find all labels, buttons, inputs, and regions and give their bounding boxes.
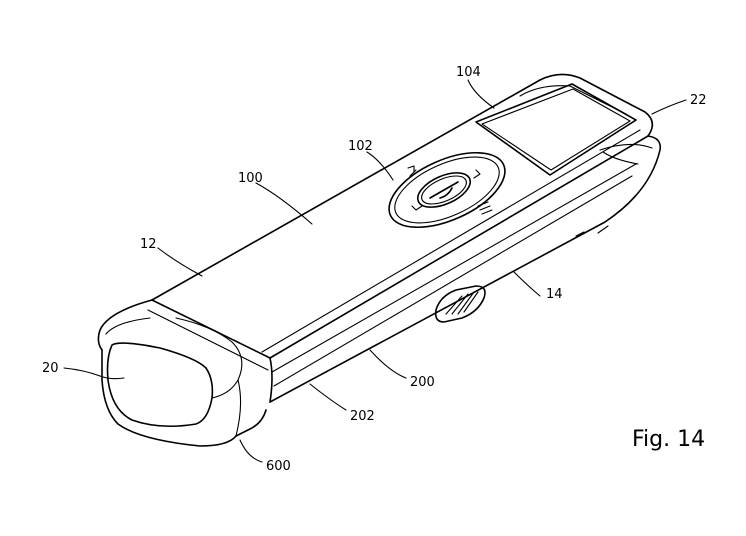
leader-12	[157, 247, 203, 277]
leader-104	[467, 79, 495, 109]
leader-600	[239, 439, 263, 463]
label-12: 12	[140, 237, 157, 252]
leader-14	[513, 271, 541, 297]
control-pad	[388, 151, 506, 229]
label-100: 100	[238, 171, 263, 186]
label-22: 22	[690, 93, 707, 108]
label-600: 600	[266, 459, 291, 474]
label-102: 102	[348, 139, 373, 154]
label-14: 14	[546, 287, 563, 302]
leader-102	[366, 151, 394, 181]
label-200: 200	[410, 375, 435, 390]
device-body	[151, 73, 662, 437]
label-202: 202	[350, 409, 375, 424]
front-end-cap	[97, 299, 273, 447]
leader-100	[255, 182, 313, 225]
leader-200	[369, 349, 407, 379]
display-window	[475, 83, 637, 176]
leader-lines	[63, 79, 687, 463]
slider-switch	[434, 285, 486, 323]
leader-20	[63, 367, 125, 380]
leader-22	[651, 99, 687, 115]
label-104: 104	[456, 65, 481, 80]
label-20: 20	[42, 361, 59, 376]
leader-202	[309, 383, 347, 411]
rear-cap	[519, 85, 653, 165]
figure-label: Fig. 14	[632, 427, 705, 452]
